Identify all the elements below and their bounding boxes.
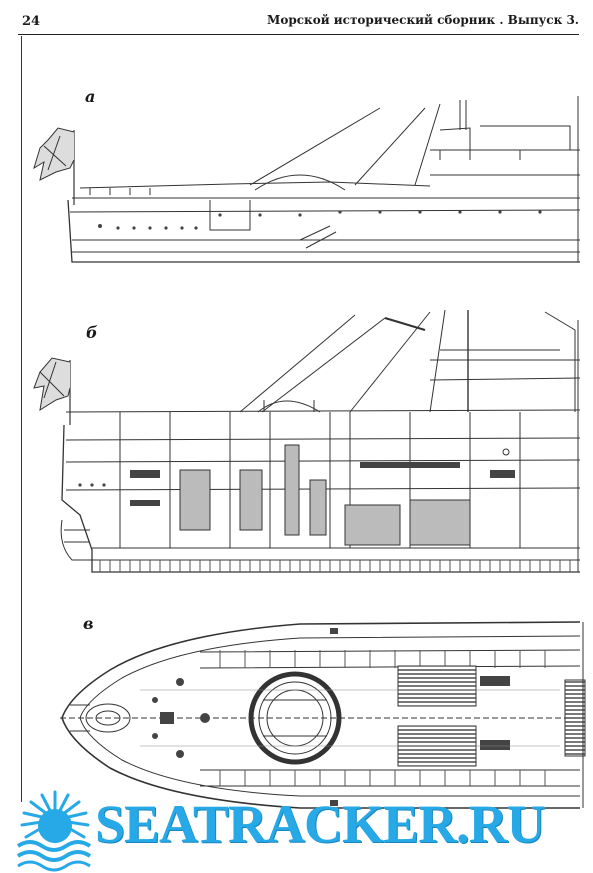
watermark-text: SEATRACKER.RU	[95, 794, 546, 854]
page-frame-line	[21, 36, 22, 802]
panel-label-v: в	[83, 614, 94, 633]
side-profile-drawing	[33, 96, 581, 263]
panel-label-a: а	[85, 87, 96, 106]
page-header: Морской исторический сборник . Выпуск 3.	[267, 13, 579, 27]
header-divider	[18, 34, 579, 35]
deck-plan-drawing	[60, 621, 586, 809]
longitudinal-section-drawing	[33, 309, 581, 573]
page-number: 24	[22, 14, 41, 29]
sun-wave-logo-icon	[16, 790, 92, 872]
panel-label-b: б	[86, 323, 98, 342]
